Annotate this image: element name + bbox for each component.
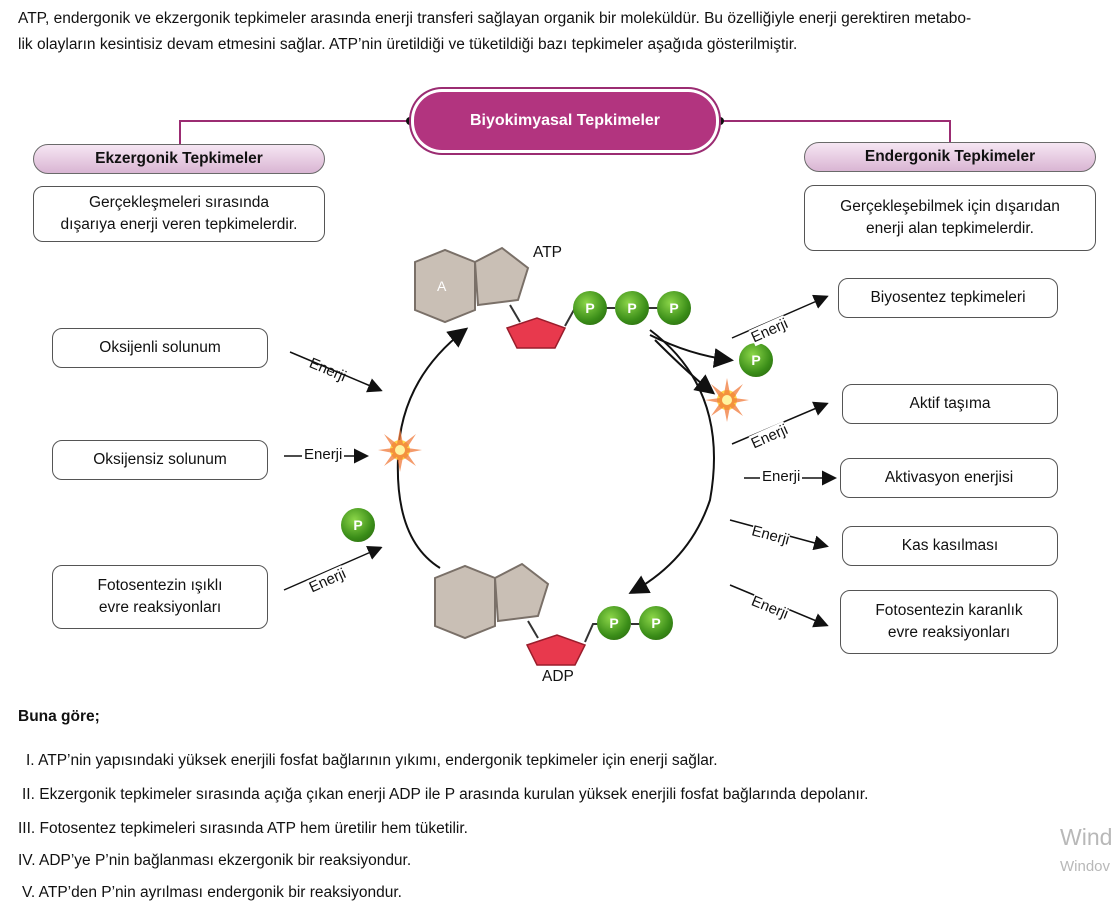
statement-4: IV. ADP’ye P’nin bağlanması ekzergonik b… <box>18 852 412 869</box>
right-description-line-2: enerji alan tepkimelerdir. <box>865 220 1034 237</box>
atp-adenine-hexagon <box>414 248 476 324</box>
right-item-aktivasyon-enerjisi: Aktivasyon enerjisi <box>840 458 1058 498</box>
adp-phosphate-2: P <box>639 606 673 640</box>
atp-phosphate-2: P <box>615 291 649 325</box>
left-description: Gerçekleşmeleri sırasında dışarıya enerj… <box>33 186 325 242</box>
right-description: Gerçekleşebilmek için dışarıdan enerji a… <box>804 185 1096 251</box>
left-description-line-1: Gerçekleşmeleri sırasında <box>88 194 270 211</box>
statement-1: I. ATP’nin yapısındaki yüksek enerjili f… <box>26 752 718 769</box>
right-item-fotosentez-karanlik: Fotosentezin karanlık evre reaksiyonları <box>840 590 1058 654</box>
cycle-arc-left-upper <box>397 327 469 459</box>
adp-ribose <box>525 634 587 666</box>
atp-ribose <box>505 317 567 349</box>
atp-phosphate-1: P <box>573 291 607 325</box>
intro-line-1: ATP, endergonik ve ekzergonik tepkimeler… <box>18 10 972 27</box>
diagram-graphics <box>179 117 951 666</box>
statement-2: II. Ekzergonik tepkimeler sırasında açığ… <box>22 786 869 803</box>
statement-5: V. ATP’den P’nin ayrılması endergonik bi… <box>22 884 402 901</box>
adenine-label: A <box>437 278 447 294</box>
connector-dot-right <box>716 117 724 125</box>
atp-adenine-pentagon <box>473 246 530 307</box>
atp-phosphate-3: P <box>657 291 691 325</box>
energy-arrow-left-1 <box>289 351 383 393</box>
atp-label: ATP <box>533 244 562 261</box>
release-arrow-1 <box>649 334 734 368</box>
left-description-line-2: dışarıya enerji veren tepkimelerdir. <box>60 216 298 233</box>
watermark-line-1: Wind <box>1060 824 1113 850</box>
left-header: Ekzergonik Tepkimeler <box>33 144 325 174</box>
connector-left <box>179 120 414 144</box>
intro-line-2: lik olayların kesintisiz devam etmesini … <box>18 36 798 53</box>
cycle-arc-right <box>628 329 715 594</box>
energy-label-left-2: Enerji <box>302 446 345 463</box>
right-description-line-1: Gerçekleşebilmek için dışarıdan <box>840 198 1060 215</box>
left-item-oksijensiz-solunum: Oksijensiz solunum <box>52 440 268 480</box>
energy-burst-right <box>705 378 749 422</box>
adp-adenine-hexagon <box>434 564 496 640</box>
right-item-aktif-tasima: Aktif taşıma <box>842 384 1058 424</box>
right-item-biyosentez: Biyosentez tepkimeleri <box>838 278 1058 318</box>
release-arrow-2 <box>654 339 716 395</box>
adp-adenine-pentagon <box>493 562 550 623</box>
energy-burst-left <box>378 428 422 472</box>
right-header: Endergonik Tepkimeler <box>804 142 1096 172</box>
question-prompt: Buna göre; <box>18 708 100 725</box>
statement-3: III. Fotosentez tepkimeleri sırasında AT… <box>18 820 468 837</box>
energy-label-right-3: Enerji <box>760 468 803 485</box>
right-item-kas-kasilmasi: Kas kasılması <box>842 526 1058 566</box>
intro-text: ATP, endergonik ve ekzergonik tepkimeler… <box>18 6 1108 58</box>
cycle-arc-left-lower <box>396 457 441 569</box>
left-item-oksijenli-solunum: Oksijenli solunum <box>52 328 268 368</box>
watermark-line-2: Windov <box>1060 858 1111 875</box>
adp-label: ADP <box>542 668 574 685</box>
connector-right <box>716 120 951 144</box>
left-item-fotosentez-isikli: Fotosentezin ışıklı evre reaksiyonları <box>52 565 268 629</box>
adp-phosphate-1: P <box>597 606 631 640</box>
center-title: Biyokimyasal Tepkimeler <box>414 92 716 150</box>
connector-dot-left <box>406 117 414 125</box>
added-phosphate: P <box>341 508 375 542</box>
released-phosphate: P <box>739 343 773 377</box>
